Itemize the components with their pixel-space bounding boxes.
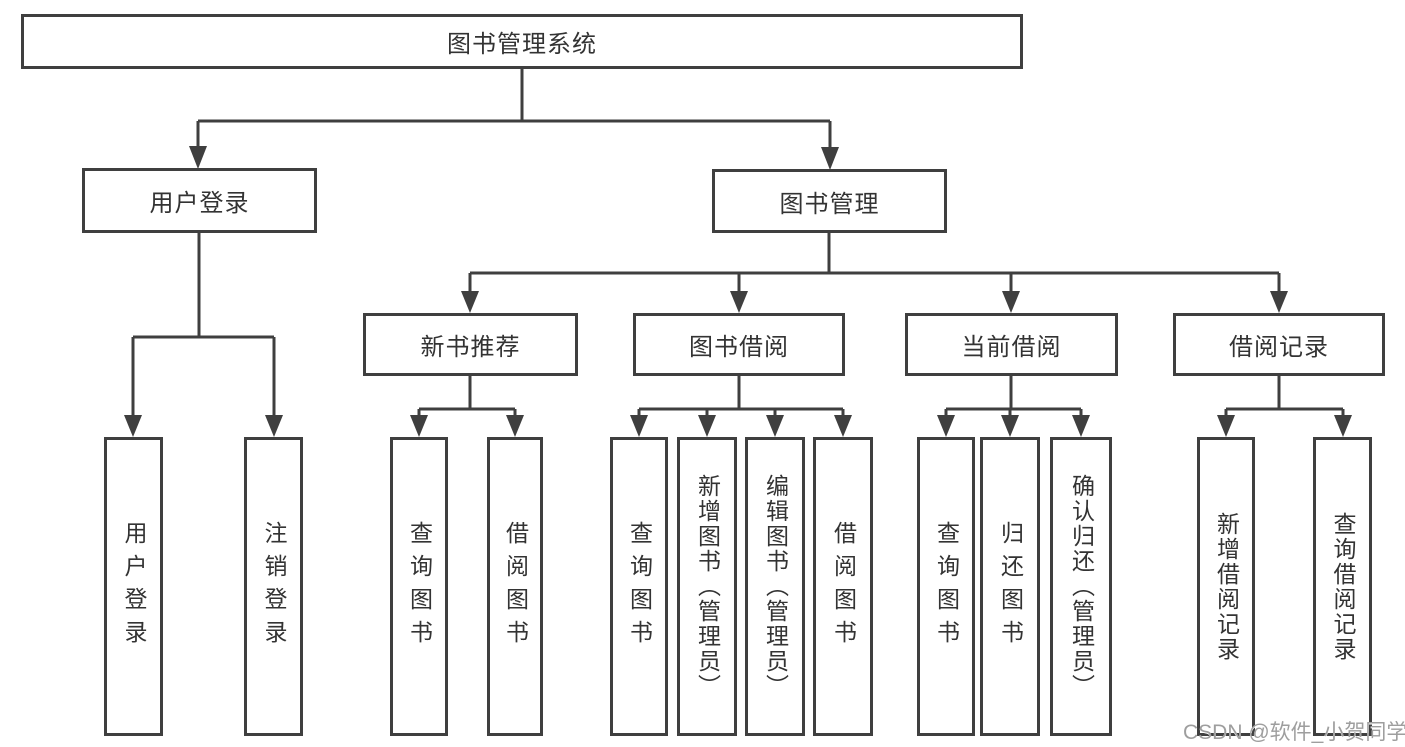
leaf-br-query-borrow-record: 查询借阅记录 [1313,437,1372,736]
leaf-nbr-query-books: 查询图书 [390,437,448,736]
node-book-borrow: 图书借阅 [633,313,845,376]
node-user-login: 用户登录 [82,168,317,233]
node-current-borrow: 当前借阅 [905,313,1118,376]
leaf-user-login: 用户登录 [104,437,163,736]
leaf-bb-query-books: 查询图书 [610,437,668,736]
leaf-logout-login: 注销登录 [244,437,303,736]
leaf-bb-add-books-admin: 新增图书（管理员） [677,437,737,736]
leaf-bb-borrow-books: 借阅图书 [813,437,873,736]
node-book-management: 图书管理 [712,169,947,233]
leaf-bb-edit-books-admin: 编辑图书（管理员） [745,437,805,736]
node-new-book-recommend: 新书推荐 [363,313,578,376]
leaf-nbr-borrow-books: 借阅图书 [487,437,543,736]
node-root: 图书管理系统 [21,14,1023,69]
csdn-watermark: CSDN @软件_小贺同学 [1183,721,1405,744]
leaf-cb-confirm-return-admin: 确认归还（管理员） [1050,437,1112,736]
leaf-cb-query-books: 查询图书 [917,437,975,736]
leaf-cb-return-books: 归还图书 [980,437,1040,736]
node-borrow-record: 借阅记录 [1173,313,1385,376]
leaf-br-add-borrow-record: 新增借阅记录 [1197,437,1255,736]
